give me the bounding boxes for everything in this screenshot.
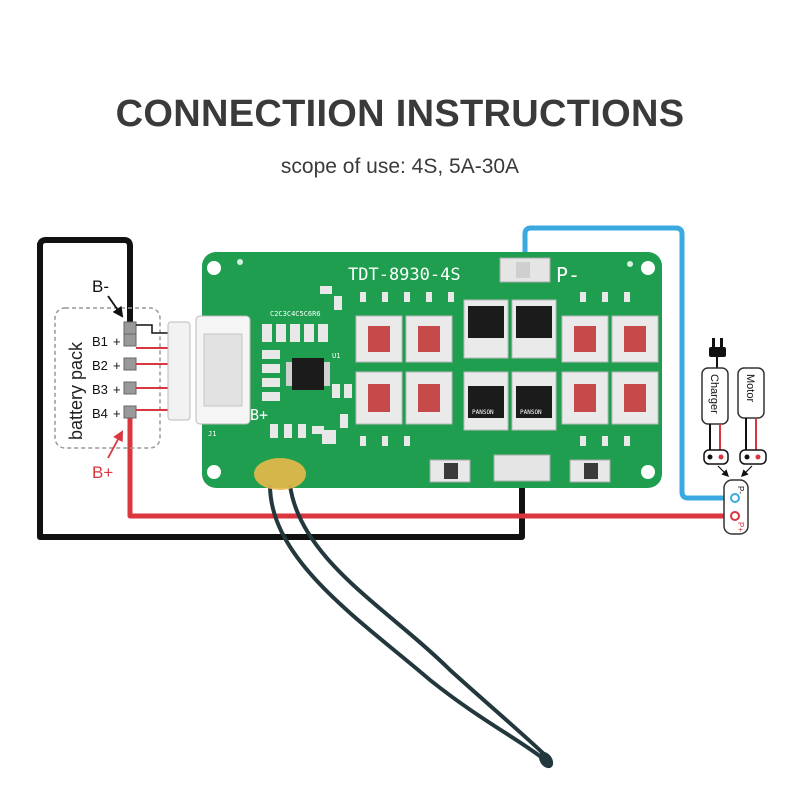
battery-pack-outline bbox=[54, 307, 161, 449]
board-b-plus: B+ bbox=[250, 406, 268, 424]
mosfet-mark: PANSON bbox=[520, 409, 542, 416]
motor-label: Motor bbox=[744, 374, 756, 402]
mosfet-mark: PANSON bbox=[472, 409, 494, 416]
terminal-b4 bbox=[123, 405, 137, 419]
cell-sign-b1: + bbox=[113, 334, 121, 349]
terminal-b3 bbox=[123, 381, 137, 395]
charger-label: Charger bbox=[708, 374, 720, 414]
mount-hole bbox=[207, 261, 221, 275]
mount-hole bbox=[207, 465, 221, 479]
mosfets bbox=[463, 299, 557, 431]
battery-pos-label: B+ bbox=[92, 463, 113, 482]
mount-hole bbox=[641, 465, 655, 479]
cell-label-b2: B2 bbox=[92, 358, 108, 373]
charger-box bbox=[701, 367, 729, 425]
cell-sign-b3: + bbox=[113, 382, 121, 397]
board-p-minus: P- bbox=[556, 263, 580, 287]
thermistor-probe bbox=[538, 751, 554, 769]
p-terminal-block bbox=[723, 479, 749, 535]
battery-neg-label: B- bbox=[92, 277, 109, 296]
balance-plug bbox=[167, 321, 191, 421]
charger-terminal-block bbox=[703, 449, 729, 465]
plug-icon bbox=[709, 338, 726, 368]
board-cap-labels: C2C3C4C5C6R6 bbox=[270, 310, 321, 318]
thermistor-wire bbox=[288, 484, 550, 760]
mount-hole bbox=[641, 261, 655, 275]
terminal-b2 bbox=[123, 357, 137, 371]
p-plus-terminal-label: P+ bbox=[736, 522, 745, 532]
cell-label-b4: B4 bbox=[92, 406, 108, 421]
motor-terminal-block bbox=[739, 449, 767, 465]
p-minus-terminal-label: P- bbox=[736, 486, 745, 494]
red-wire bbox=[127, 418, 735, 519]
board-chip-label: U1 bbox=[332, 352, 340, 360]
terminal-b0 bbox=[123, 321, 137, 335]
cell-label-b1: B1 bbox=[92, 334, 108, 349]
thermistor-glue bbox=[254, 458, 306, 490]
smd-components bbox=[262, 286, 352, 444]
motor-box bbox=[737, 367, 765, 419]
pad-row bbox=[360, 292, 630, 446]
battery-neg-arrow bbox=[107, 295, 124, 318]
cell-sign-b2: + bbox=[113, 358, 121, 373]
black-wire-top bbox=[37, 237, 133, 325]
battery-pos-arrow bbox=[107, 430, 124, 459]
page-subtitle: scope of use: 4S, 5A-30A bbox=[280, 155, 520, 178]
battery-pack-label: battery pack bbox=[66, 341, 86, 440]
board-model: TDT-8930-4S bbox=[348, 265, 461, 285]
control-ic bbox=[292, 358, 324, 390]
cell-label-b3: B3 bbox=[92, 382, 108, 397]
cell-terminals bbox=[123, 321, 137, 419]
board-connector-label: J1 bbox=[208, 430, 216, 438]
cell-sign-b4: + bbox=[113, 406, 121, 421]
terminal-b1 bbox=[123, 333, 137, 347]
page-title: CONNECTIION INSTRUCTIONS bbox=[115, 93, 685, 135]
b-minus-pad bbox=[493, 454, 551, 482]
blue-wire bbox=[522, 225, 735, 501]
thermistor-wire bbox=[268, 484, 547, 762]
mosfet-pads bbox=[355, 315, 659, 425]
balance-leads bbox=[136, 324, 170, 411]
